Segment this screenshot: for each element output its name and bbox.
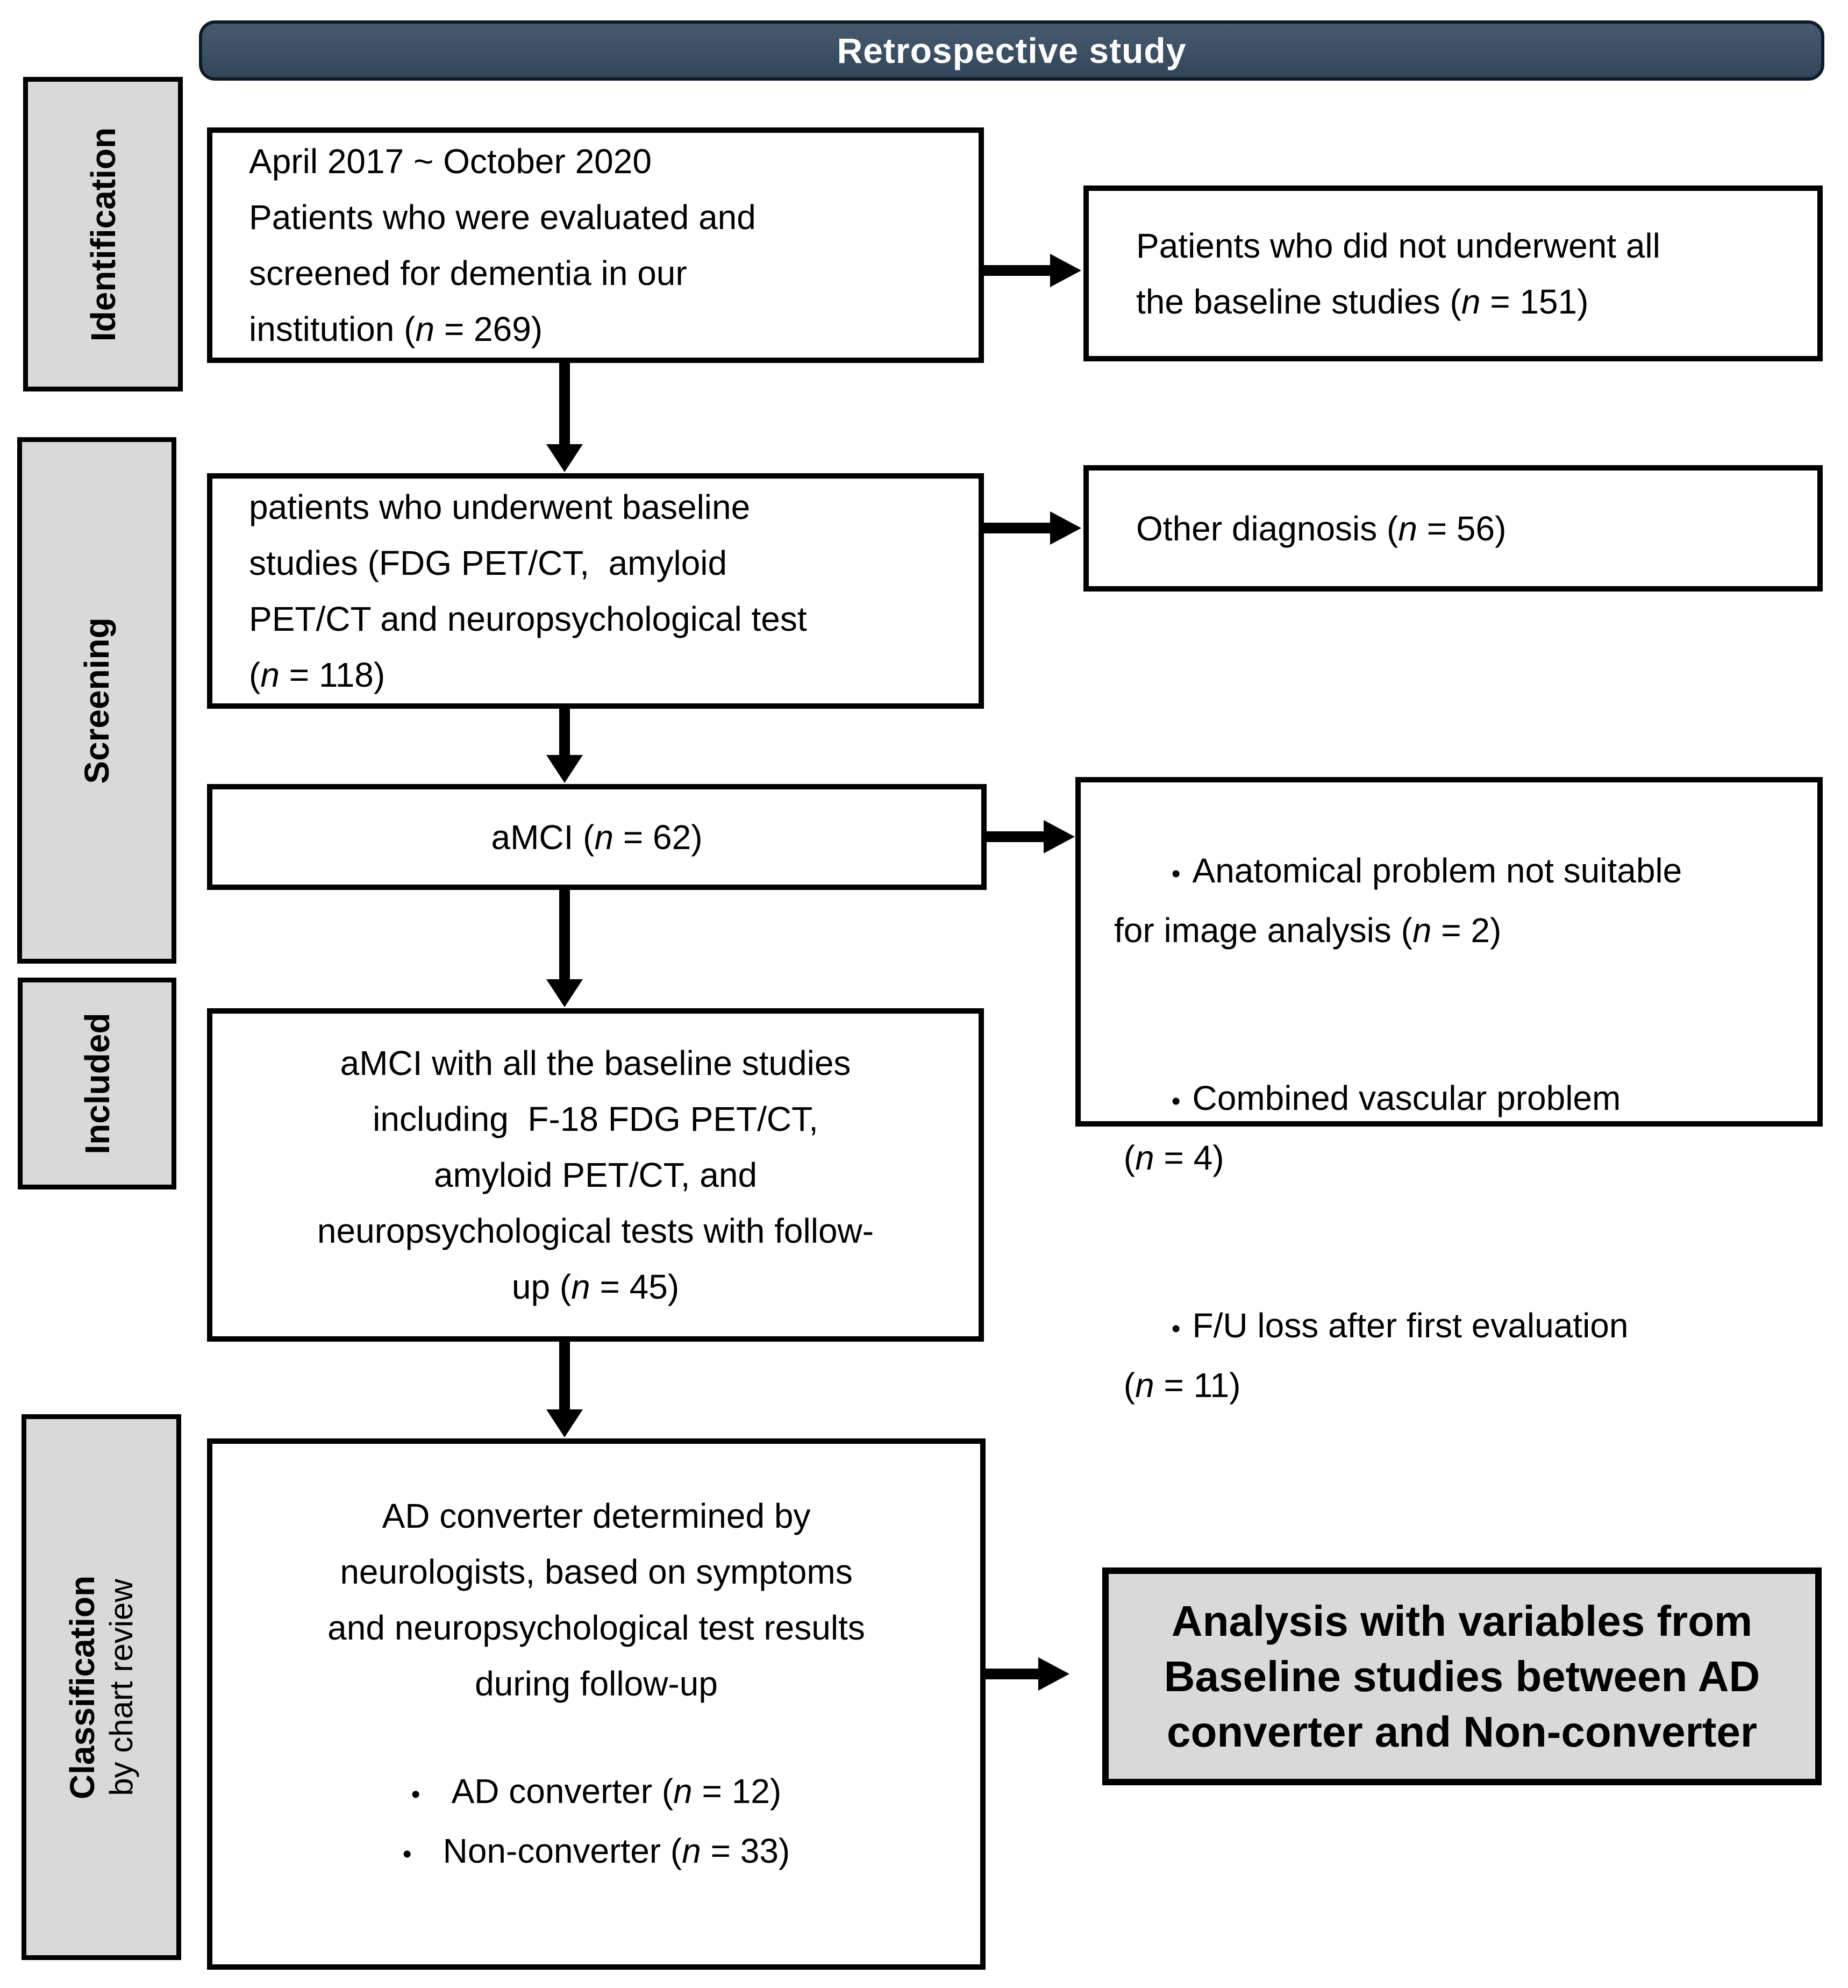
flow-box-screening: patients who underwent baseline studies … bbox=[207, 473, 984, 709]
side-box-analysis: Analysis with variables from Baseline st… bbox=[1102, 1567, 1822, 1785]
classification-bullet-text: Non-converter (n = 33) bbox=[443, 1832, 790, 1870]
exclusion-bullet-item: •Combined vascular problem (n = 4) bbox=[1114, 1014, 1785, 1242]
stage-label-classification-text: Classification by chart review bbox=[62, 1575, 139, 1799]
exclusion-bullet-text: Anatomical problem not suitable for imag… bbox=[1114, 851, 1682, 950]
side-box-not-all-baseline-text: Patients who did not underwent all the b… bbox=[1136, 226, 1660, 321]
side-box-not-all-baseline: Patients who did not underwent all the b… bbox=[1083, 186, 1823, 361]
stage-label-classification: Classification by chart review bbox=[22, 1414, 181, 1960]
header-title: Retrospective study bbox=[837, 31, 1187, 70]
side-box-other-diagnosis: Other diagnosis (n = 56) bbox=[1083, 465, 1823, 592]
stage-label-screening: Screening bbox=[17, 437, 176, 964]
exclusion-bullet-text: F/U loss after first evaluation (n = 11) bbox=[1123, 1306, 1629, 1405]
exclusion-bullet-text: Combined vascular problem (n = 4) bbox=[1123, 1079, 1621, 1177]
stage-label-included: Included bbox=[18, 978, 176, 1189]
classification-bullet-text: AD converter (n = 12) bbox=[451, 1772, 782, 1811]
exclusion-bullet-item: •Anatomical problem not suitable for ima… bbox=[1114, 787, 1785, 1014]
flow-box-classification-text: AD converter determined by neurologists,… bbox=[327, 1497, 865, 1703]
flow-box-included-text: aMCI with all the baseline studies inclu… bbox=[317, 1044, 874, 1306]
bullet-icon: • bbox=[1171, 860, 1181, 888]
flow-box-amci-text: aMCI (n = 62) bbox=[491, 817, 703, 857]
flow-box-amci: aMCI (n = 62) bbox=[207, 784, 987, 890]
exclusion-bullet-item: •F/U loss after first evaluation (n = 11… bbox=[1114, 1242, 1785, 1469]
bullet-icon: • bbox=[1171, 1315, 1181, 1343]
stage-label-included-text: Included bbox=[77, 1013, 117, 1155]
stage-label-screening-text: Screening bbox=[77, 617, 116, 784]
flow-box-screening-text: patients who underwent baseline studies … bbox=[249, 488, 807, 694]
side-box-other-diagnosis-text: Other diagnosis (n = 56) bbox=[1136, 509, 1507, 548]
flow-box-included: aMCI with all the baseline studies inclu… bbox=[207, 1008, 984, 1342]
bullet-icon: • bbox=[1171, 1087, 1181, 1116]
classification-bullet-item: • AD converter (n = 12) bbox=[212, 1763, 980, 1823]
classification-bullet-item: • Non-converter (n = 33) bbox=[212, 1823, 980, 1883]
bullet-icon: • bbox=[402, 1840, 412, 1869]
flow-box-identification-text: April 2017 ~ October 2020 Patients who w… bbox=[249, 142, 756, 348]
side-box-exclusions: •Anatomical problem not suitable for ima… bbox=[1075, 777, 1823, 1405]
side-box-analysis-text: Analysis with variables from Baseline st… bbox=[1164, 1597, 1760, 1756]
bullet-icon: • bbox=[411, 1780, 420, 1809]
stage-label-identification: Identification bbox=[23, 77, 183, 391]
flow-box-classification: AD converter determined by neurologists,… bbox=[207, 1438, 986, 1970]
stage-label-identification-text: Identification bbox=[83, 127, 123, 341]
flow-box-identification: April 2017 ~ October 2020 Patients who w… bbox=[207, 127, 984, 363]
header-banner: Retrospective study bbox=[199, 20, 1824, 81]
classification-bullet-list: • AD converter (n = 12) • Non-converter … bbox=[212, 1763, 980, 1883]
